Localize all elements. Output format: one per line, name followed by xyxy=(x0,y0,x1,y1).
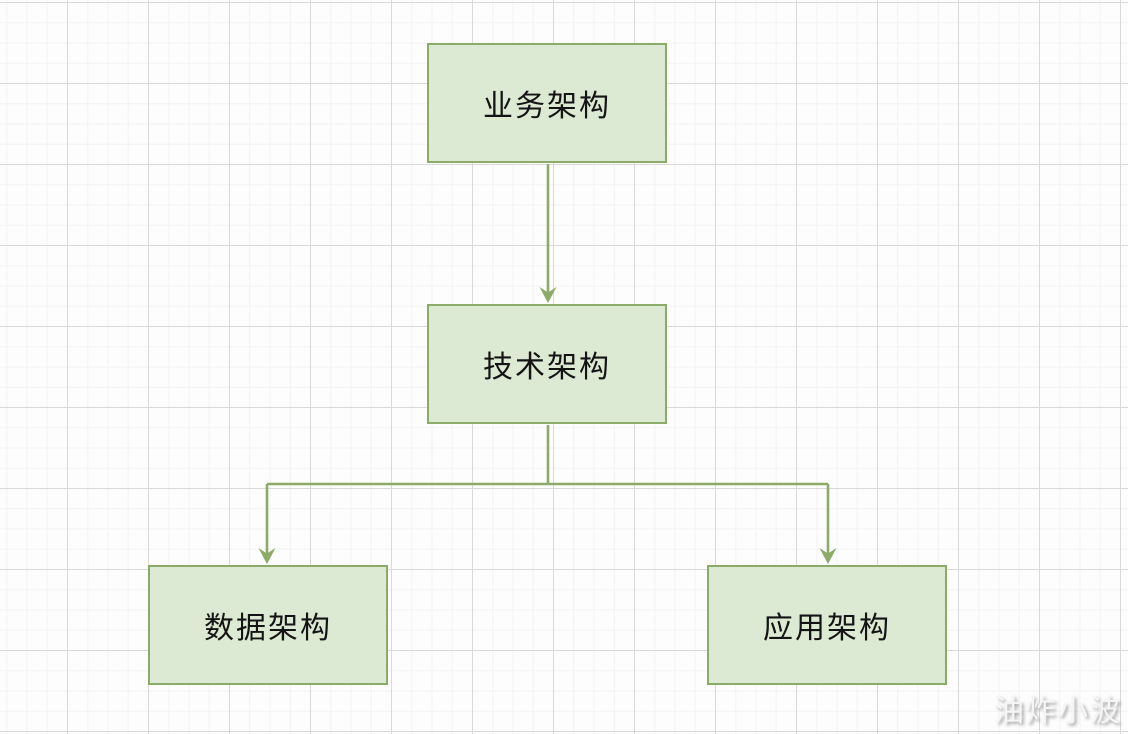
node-application-architecture: 应用架构 xyxy=(707,565,947,685)
node-data-architecture: 数据架构 xyxy=(148,565,388,685)
arrowhead-down-icon xyxy=(539,287,557,303)
node-business-architecture: 业务架构 xyxy=(427,43,667,163)
node-label: 应用架构 xyxy=(763,612,891,645)
node-technology-architecture: 技术架构 xyxy=(427,304,667,424)
node-label: 数据架构 xyxy=(204,612,332,645)
edge-technology-branch xyxy=(258,425,837,564)
edge-business-to-technology xyxy=(539,164,557,303)
watermark: 油炸小波 xyxy=(994,695,1122,728)
node-label: 技术架构 xyxy=(483,351,611,384)
node-label: 业务架构 xyxy=(483,90,611,123)
arrowhead-down-icon xyxy=(258,548,276,564)
arrowhead-down-icon xyxy=(819,548,837,564)
